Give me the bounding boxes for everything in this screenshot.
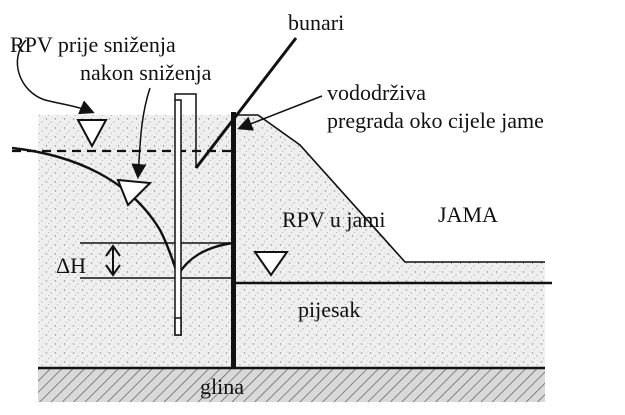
drawdown-curve: [11, 146, 234, 278]
clay-layer: [38, 368, 545, 402]
leader-gwl-before: [16, 39, 95, 115]
pit-slope-outline: [238, 114, 545, 263]
pit-water-triangle-icon: [253, 251, 289, 277]
label-clay: glina: [200, 374, 244, 399]
soil-body: [38, 115, 545, 368]
label-barrier-line1: vododrživa: [327, 80, 426, 105]
label-barrier-line2: pregrada oko cijele jame: [327, 108, 544, 133]
label-pit: JAMA: [438, 202, 498, 227]
well-screen: [174, 317, 182, 336]
label-sand: pijesak: [298, 297, 360, 322]
label-gwl-in-pit: RPV u jami: [282, 207, 386, 232]
well-pipe: [174, 99, 182, 336]
delta-h-arrow-up: [105, 244, 121, 257]
gwl-after-triangle-icon: [116, 178, 153, 207]
impermeable-barrier: [231, 112, 236, 368]
leader-gwl-after: [131, 87, 151, 179]
label-gwl-after: nakon sniženja: [80, 60, 212, 85]
label-delta-h: ΔH: [56, 253, 86, 278]
well-top-bracket: [174, 93, 197, 168]
gwl-before-triangle-icon: [76, 119, 108, 149]
label-wells: bunari: [288, 10, 344, 35]
label-gwl-before: RPV prije sniženja: [10, 32, 176, 57]
delta-h-arrow-down: [105, 264, 121, 277]
leader-wells-line: [194, 37, 298, 169]
leader-barrier: [237, 95, 323, 131]
